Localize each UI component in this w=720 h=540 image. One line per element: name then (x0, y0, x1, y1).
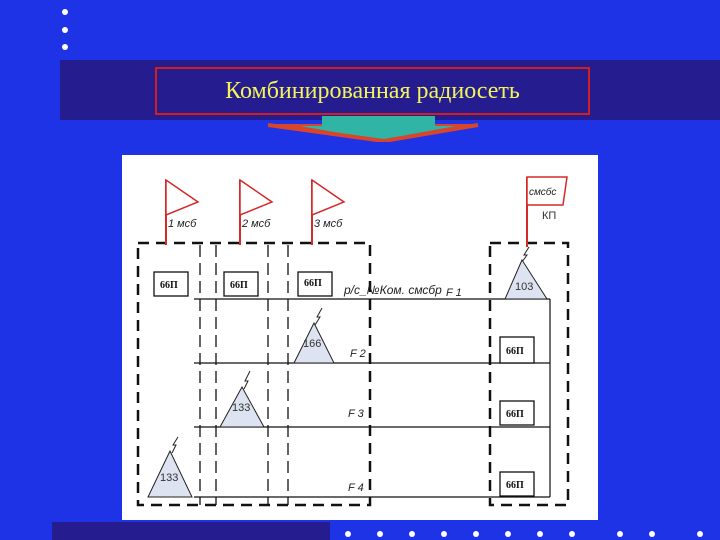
flag-label-2: 2 мсб (241, 218, 271, 230)
station-box (297, 271, 333, 297)
kp-flag-icon (526, 176, 568, 247)
frequency-label-1: F 1 (446, 287, 462, 299)
bullet-dot (569, 531, 575, 537)
kp-flag-label: смсбс (529, 186, 556, 198)
flag-icon (239, 178, 274, 245)
kp-zone (488, 241, 570, 507)
station-box (223, 271, 259, 297)
flag-icon (311, 178, 346, 245)
bullet-dot (697, 531, 703, 537)
station-box-label: 66П (304, 278, 322, 289)
bullet-dot (441, 531, 447, 537)
radio-label: 133 (160, 472, 178, 484)
frequency-label-3: F 3 (348, 408, 365, 420)
diagram-canvas: 1 мсб 2 мсб 3 мсб смсбс КП 66П 66П 66П р… (136, 176, 570, 507)
flag-label-3: 3 мсб (314, 218, 343, 230)
bullet-dot (62, 44, 68, 50)
radio-label: 166 (303, 338, 321, 350)
kp-station-box (499, 471, 535, 497)
bullet-dot (505, 531, 511, 537)
bullet-dot (409, 531, 415, 537)
page-title: Комбинированная радиосеть (225, 77, 520, 104)
radio-label: 133 (232, 402, 250, 414)
radio-network-diagram: 1 мсб 2 мсб 3 мсб смсбс КП 66П 66П 66П р… (122, 155, 598, 520)
bullet-dot (617, 531, 623, 537)
kp-radio-label: 103 (515, 281, 533, 293)
frequency-label-4: F 4 (348, 482, 364, 494)
bullet-dot (473, 531, 479, 537)
kp-station-label: 66П (506, 409, 524, 420)
antenna-icon (293, 307, 335, 364)
station-box-label: 66П (230, 280, 248, 291)
frequency-label-2: F 2 (350, 348, 366, 360)
flag-icon (165, 178, 200, 245)
kp-station-label: 66П (506, 346, 524, 357)
bullet-dot (537, 531, 543, 537)
bullet-dot (649, 531, 655, 537)
antenna-icon (219, 370, 265, 428)
antenna-icon (147, 436, 193, 498)
station-box-label: 66П (160, 280, 178, 291)
bullet-dot (62, 27, 68, 33)
down-arrow-icon (267, 116, 479, 142)
title-box: Комбинированная радиосеть (155, 67, 590, 115)
flag-label-1: 1 мсб (168, 218, 197, 230)
kp-station-label: 66П (506, 480, 524, 491)
kp-station-box (499, 336, 535, 364)
kp-label: КП (542, 210, 556, 222)
kp-station-box (499, 400, 535, 426)
bullet-dot (62, 9, 68, 15)
battalion-zone (136, 241, 372, 507)
station-box (153, 271, 189, 297)
bullet-dot (345, 531, 351, 537)
bullet-dot (377, 531, 383, 537)
footer-band (52, 522, 330, 540)
network-name: р/с_№Ком. смсбр (343, 283, 442, 297)
antenna-icon (504, 246, 548, 300)
